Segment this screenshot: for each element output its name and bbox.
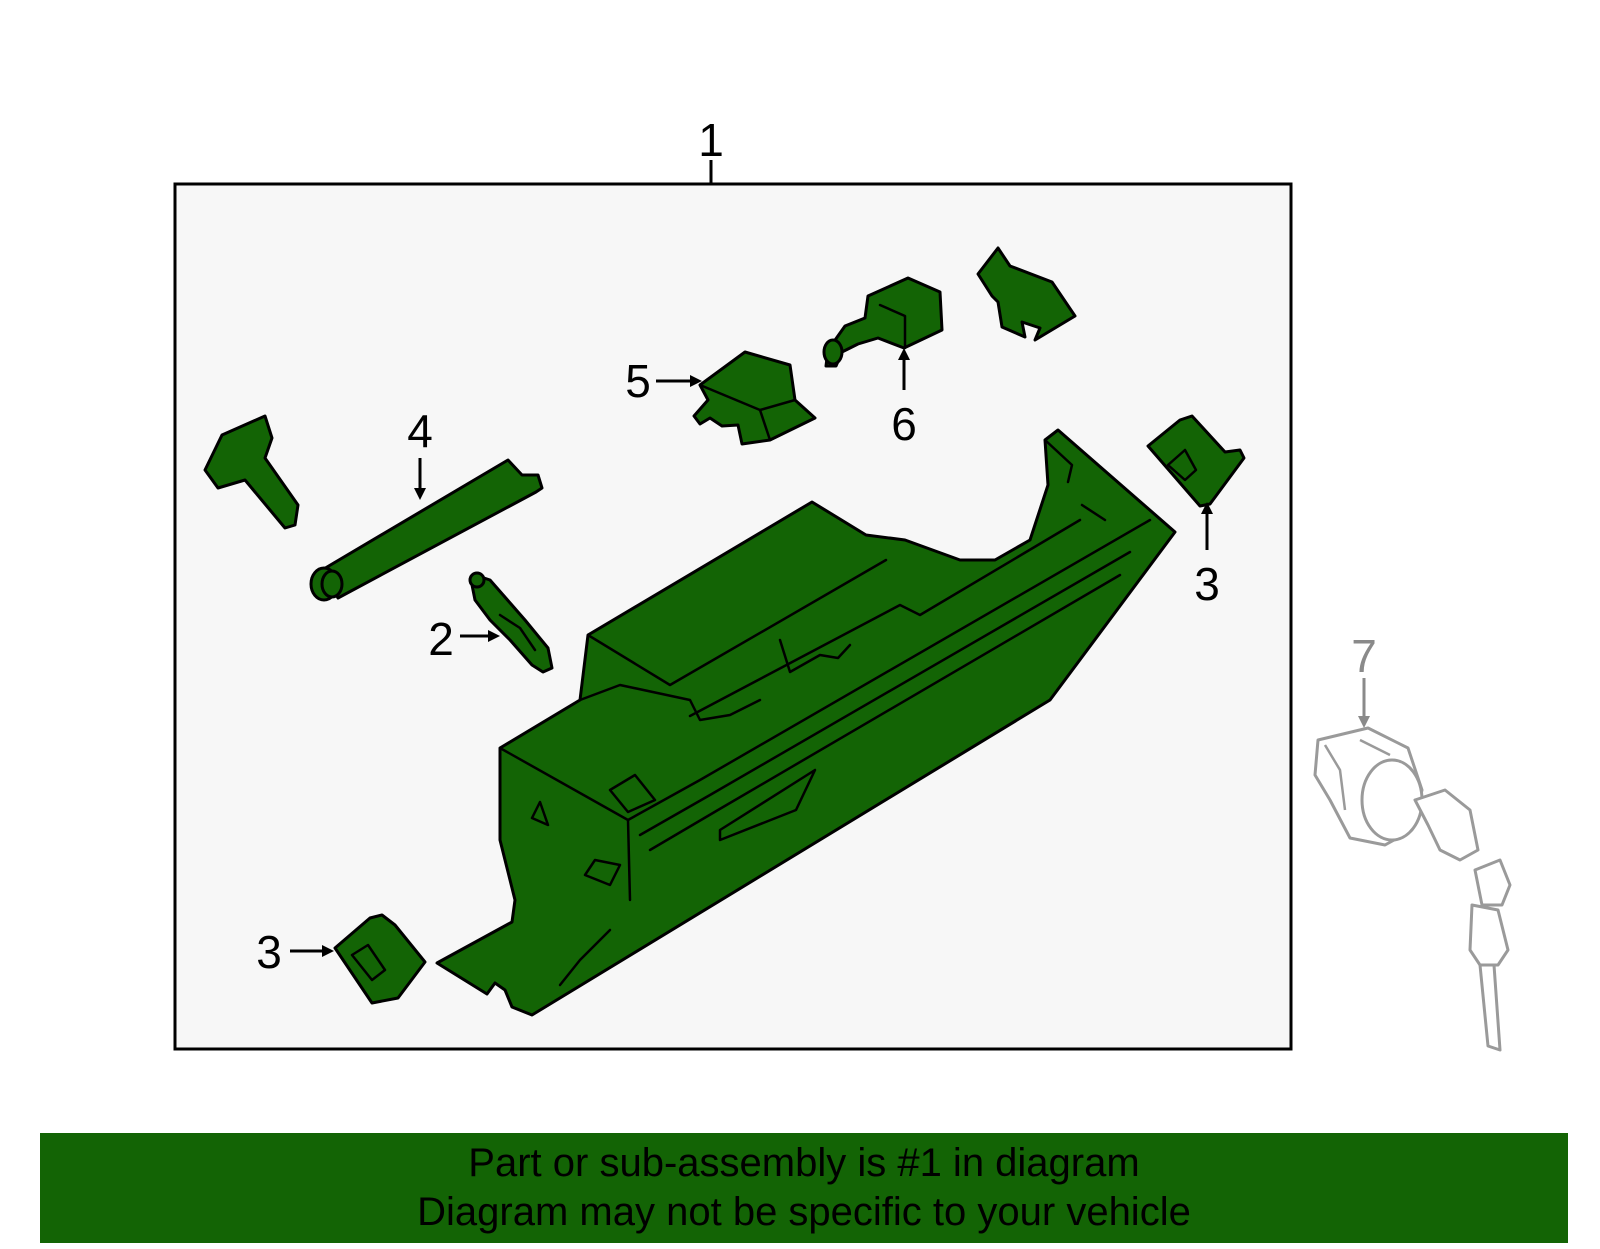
callout-3-right: 3 — [1194, 558, 1220, 610]
callout-4: 4 — [407, 405, 433, 457]
latch-part[interactable] — [692, 350, 817, 446]
callout-5: 5 — [625, 355, 651, 407]
callout-6: 6 — [891, 398, 917, 450]
callout-1: 1 — [698, 114, 724, 166]
glove-box-part[interactable] — [435, 428, 1177, 1017]
bumper-part[interactable] — [203, 414, 300, 530]
switch-part[interactable] — [822, 276, 944, 368]
callout-2: 2 — [428, 613, 454, 665]
damper-part[interactable] — [468, 571, 554, 674]
callout-3-left: 3 — [256, 926, 282, 978]
callout-7: 7 — [1351, 630, 1377, 682]
hinge-pin-part[interactable] — [309, 458, 544, 602]
disclaimer-banner: Part or sub-assembly is #1 in diagram Di… — [40, 1133, 1568, 1243]
clip-part-upper[interactable] — [1146, 414, 1246, 508]
bracket-part[interactable] — [976, 246, 1077, 342]
lock-cylinder-part[interactable] — [1313, 726, 1512, 1052]
banner-line-1: Part or sub-assembly is #1 in diagram — [468, 1141, 1140, 1185]
banner-line-2: Diagram may not be specific to your vehi… — [417, 1190, 1191, 1234]
clip-part-lower[interactable] — [333, 913, 427, 1005]
